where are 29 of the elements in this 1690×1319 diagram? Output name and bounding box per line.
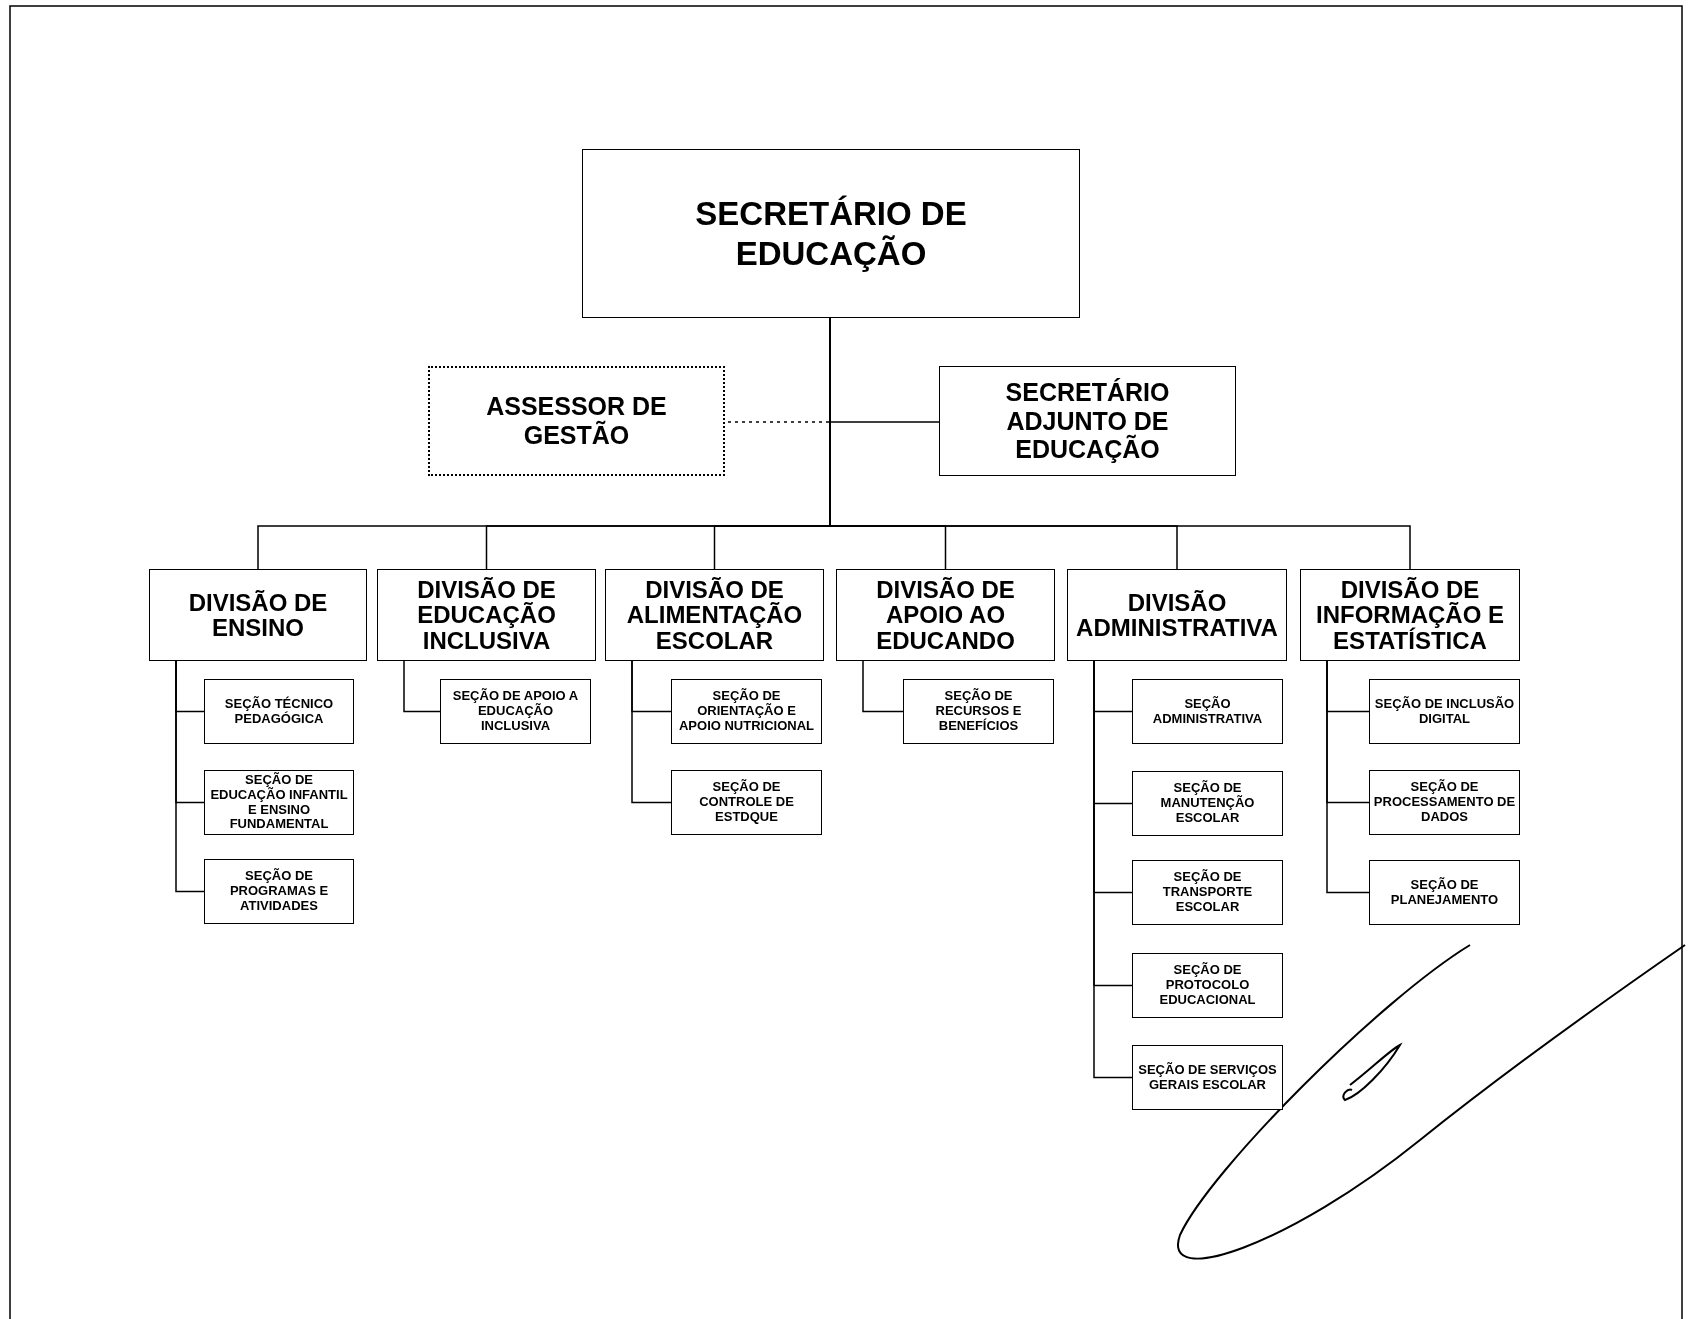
section-box: SEÇÃO DE CONTROLE DE ESTDQUE	[671, 770, 822, 835]
section-box: SEÇÃO DE PROGRAMAS E ATIVIDADES	[204, 859, 354, 924]
division-box: DIVISÃO DE EDUCAÇÃO INCLUSIVA	[377, 569, 596, 661]
section-box: SEÇÃO ADMINISTRATIVA	[1132, 679, 1283, 744]
division-box: DIVISÃO ADMINISTRATIVA	[1067, 569, 1287, 661]
section-box: SEÇÃO DE APOIO A EDUCAÇÃO INCLUSIVA	[440, 679, 591, 744]
section-box: SEÇÃO DE PLANEJAMENTO	[1369, 860, 1520, 925]
advisor-box: ASSESSOR DE GESTÃO	[428, 366, 725, 476]
section-box: SEÇÃO DE INCLUSÃO DIGITAL	[1369, 679, 1520, 744]
section-box: SEÇÃO DE SERVIÇOS GERAIS ESCOLAR	[1132, 1045, 1283, 1110]
connector-line	[403, 660, 441, 713]
connector-line	[1326, 660, 1370, 894]
section-box: SEÇÃO TÉCNICO PEDAGÓGICA	[204, 679, 354, 744]
section-box: SEÇÃO DE PROTOCOLO EDUCACIONAL	[1132, 953, 1283, 1018]
section-box: SEÇÃO DE RECURSOS E BENEFÍCIOS	[903, 679, 1054, 744]
section-box: SEÇÃO DE PROCESSAMENTO DE DADOS	[1369, 770, 1520, 835]
connector-line	[631, 660, 672, 804]
division-box: DIVISÃO DE ALIMENTAÇÃO ESCOLAR	[605, 569, 824, 661]
section-box: SEÇÃO DE TRANSPORTE ESCOLAR	[1132, 860, 1283, 925]
connector-line	[175, 660, 205, 893]
head-box: SECRETÁRIO DE EDUCAÇÃO	[582, 149, 1080, 318]
connector-line	[862, 660, 904, 713]
section-box: SEÇÃO DE MANUTENÇÃO ESCOLAR	[1132, 771, 1283, 836]
deputy-box: SECRETÁRIO ADJUNTO DE EDUCAÇÃO	[939, 366, 1236, 476]
section-box: SEÇÃO DE ORIENTAÇÃO E APOIO NUTRICIONAL	[671, 679, 822, 744]
section-box: SEÇÃO DE EDUCAÇÃO INFANTIL E ENSINO FUNDAMENTAL	[204, 770, 354, 835]
division-box: DIVISÃO DE INFORMAÇÃO E ESTATÍSTICA	[1300, 569, 1520, 661]
division-box: DIVISÃO DE APOIO AO EDUCANDO	[836, 569, 1055, 661]
division-box: DIVISÃO DE ENSINO	[149, 569, 367, 661]
